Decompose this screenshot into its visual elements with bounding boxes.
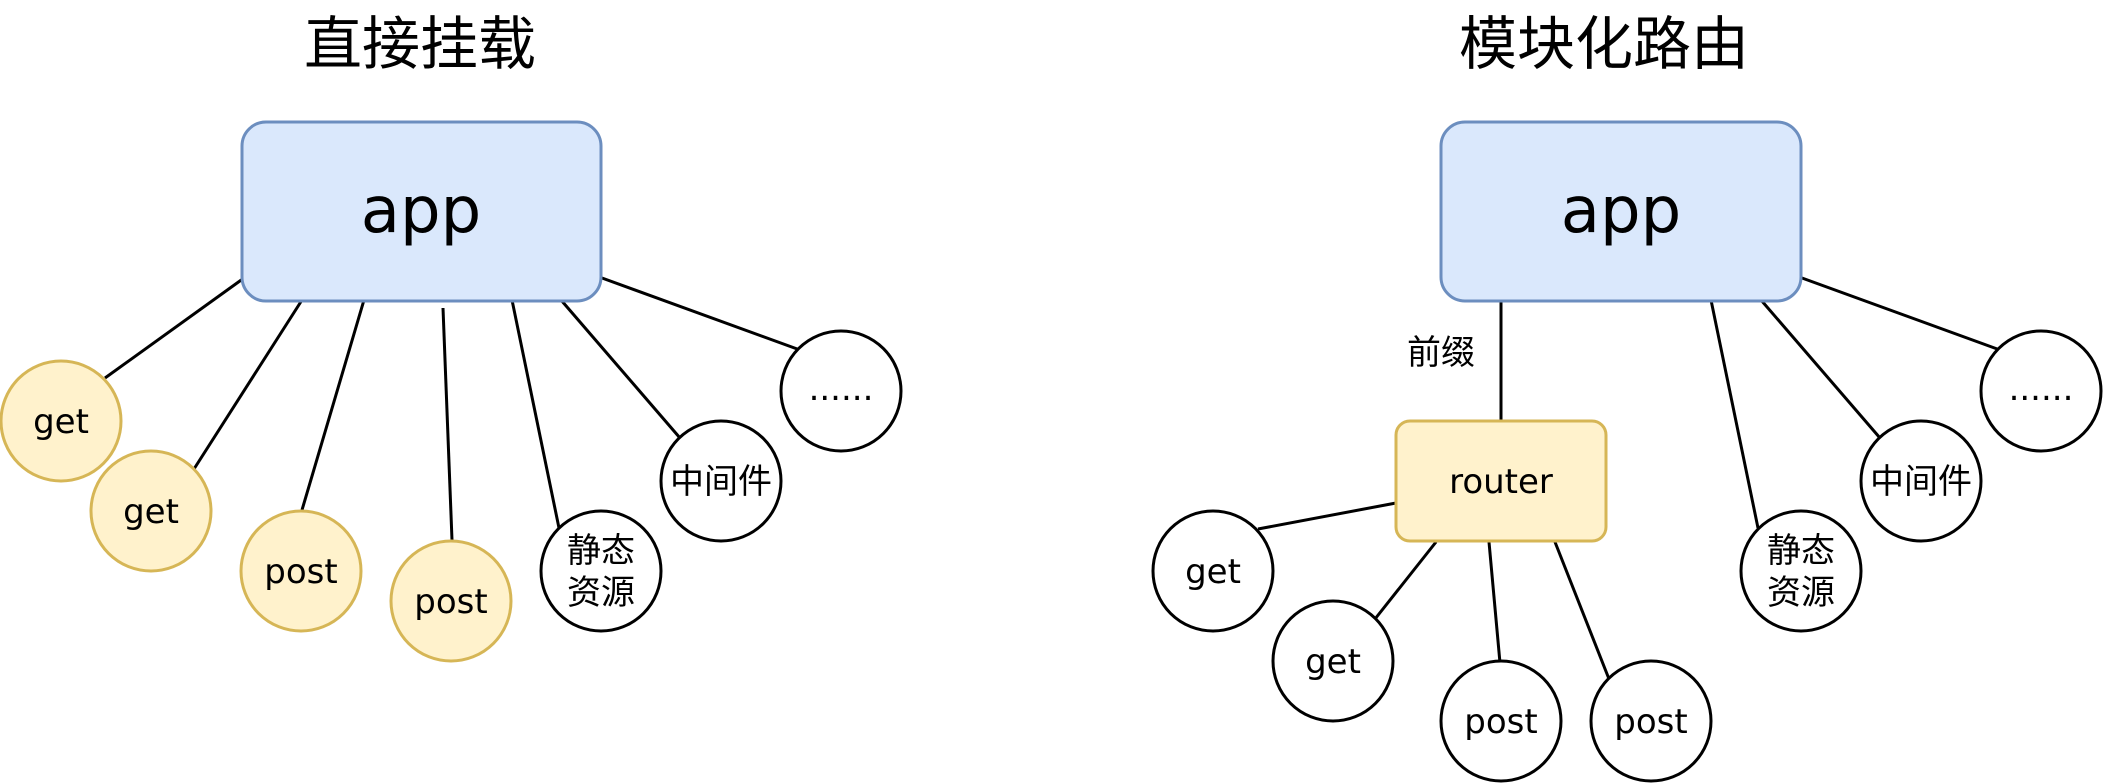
left-edge-get1 [104,276,245,380]
left-get-label-1: get [33,402,89,442]
right-edge-middleware [1759,299,1882,439]
left-static-resource-node [539,509,663,633]
left-static-label-2: 资源 [567,573,635,613]
right-middleware-node [1859,419,1983,543]
right-app-node [1439,120,1803,303]
left-post-node-2 [389,539,513,663]
left-get-node-2 [89,449,213,573]
right-more-label: ...... [2009,369,2074,409]
left-middleware-node [659,419,783,543]
left-more-label: ...... [809,369,874,409]
left-edge-middleware [559,299,682,439]
right-router-node [1394,419,1608,543]
right-get-label-2: get [1305,642,1361,682]
right-app-label: app [1561,174,1681,248]
right-more-node [1979,329,2103,453]
left-get-node-1 [0,359,123,483]
left-post-label-2: post [414,582,487,622]
left-more-node [779,329,903,453]
right-edge-post2 [1553,541,1611,680]
left-title: 直接挂载 [304,10,536,78]
right-diagram: 模块化路由 app 前缀 router get get post post 静态… [1151,10,2103,783]
right-post-label-2: post [1614,702,1687,742]
right-edge-more [1801,276,2001,352]
left-edge-static [510,299,561,529]
left-edge-post1 [300,299,366,511]
left-middleware-label: 中间件 [670,462,772,502]
left-static-label-1: 静态 [567,531,635,571]
right-edge-static [1709,299,1760,529]
left-edge-post2 [441,307,454,541]
right-prefix-label: 前缀 [1407,333,1475,373]
right-router-label: router [1449,462,1553,502]
right-edge-post1 [1487,541,1502,664]
right-get-label-1: get [1185,552,1241,592]
left-edge-get2 [192,299,304,470]
right-edge-get2 [1373,541,1438,620]
right-get-node-2 [1271,599,1395,723]
left-post-label-1: post [264,552,337,592]
right-post-node-1 [1439,659,1563,783]
left-app-label: app [361,174,481,248]
right-get-node-1 [1151,509,1275,633]
left-post-node-1 [239,509,363,633]
right-post-label-1: post [1464,702,1537,742]
left-get-label-2: get [123,492,179,532]
right-static-label-2: 资源 [1767,573,1835,613]
right-static-label-1: 静态 [1767,531,1835,571]
left-diagram: 直接挂载 app get get post post 静态 资源 中间件 ...… [0,10,903,663]
right-static-resource-node [1739,509,1863,633]
right-post-node-2 [1589,659,1713,783]
right-middleware-label: 中间件 [1870,462,1972,502]
right-edge-get1 [1257,501,1397,531]
left-edge-more [601,276,801,352]
right-title: 模块化路由 [1459,10,1749,78]
left-app-node [240,120,603,303]
